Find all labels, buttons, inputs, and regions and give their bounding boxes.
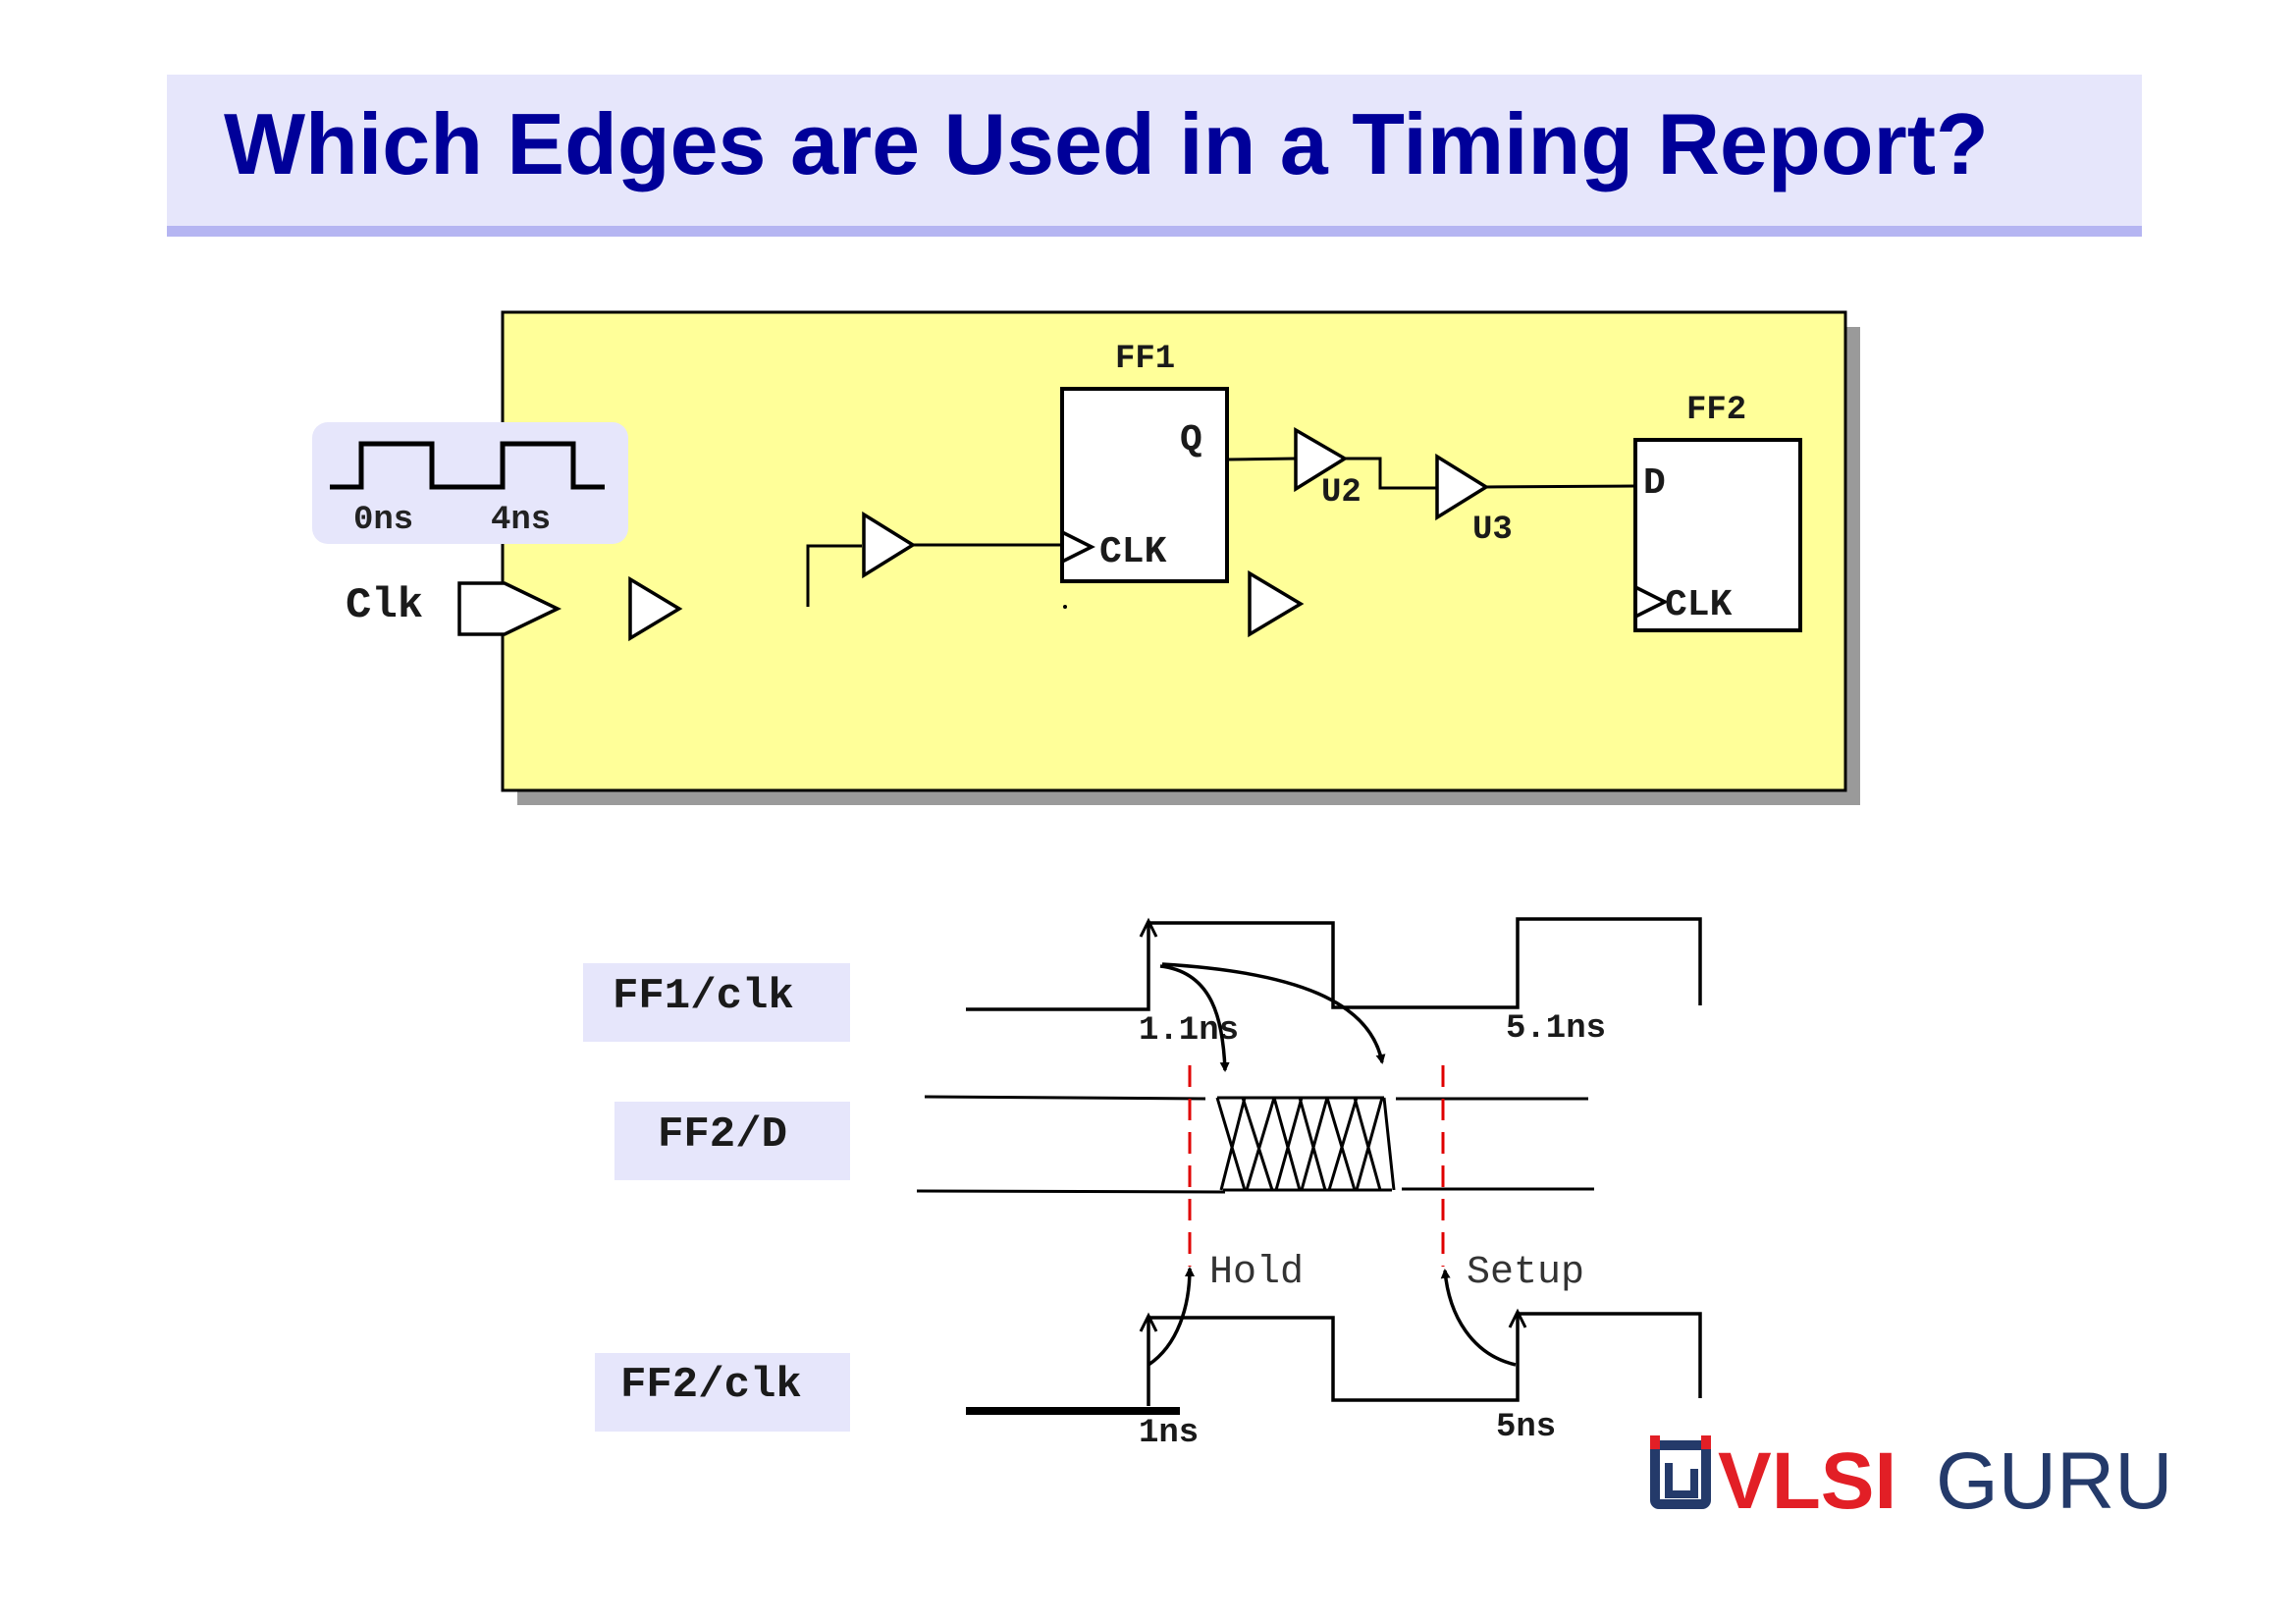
ff1-clk-notch xyxy=(1061,530,1095,564)
u2-buffer xyxy=(1294,426,1349,493)
ff2-clk-waveform xyxy=(1147,1312,1702,1406)
vlsiguru-logo: VLSI GURU xyxy=(1650,1435,2172,1526)
logo-mark-icon xyxy=(1650,1435,1711,1509)
ff2-clk-pin: CLK xyxy=(1665,584,1733,626)
ff2-d-bottom-left xyxy=(916,1189,1226,1194)
clock-wire-to-ff1 xyxy=(806,544,862,607)
clk-input-port xyxy=(457,581,562,636)
ff2-d-transition xyxy=(1215,1096,1396,1192)
u3-label: U3 xyxy=(1472,512,1513,549)
clock-wave-label-0ns: 0ns xyxy=(353,502,413,539)
ff1-clk-pin: CLK xyxy=(1099,531,1167,573)
capture-arrow-hold xyxy=(1148,1267,1195,1367)
clock-buffer-3 xyxy=(1248,569,1305,638)
signal-label-ff2-clk: FF2/clk xyxy=(620,1361,802,1410)
ff2-d-top-left xyxy=(924,1095,1206,1101)
timing-diagram: 1.1ns 5.1ns Hold Setup 1ns 5ns xyxy=(916,917,1702,1452)
logo-text-vlsi: VLSI xyxy=(1718,1436,1896,1526)
launch-arrow-hold xyxy=(1159,964,1230,1072)
launch-arrow-setup xyxy=(1161,962,1386,1064)
clock-waveform xyxy=(330,441,605,490)
u3-buffer xyxy=(1435,453,1490,521)
label-box-ff2-d xyxy=(614,1102,850,1180)
clock-wave-label-4ns: 4ns xyxy=(491,502,551,539)
ff2-clk-notch xyxy=(1634,585,1669,619)
ff2-block xyxy=(1633,438,1802,632)
ff1-q-pin: Q xyxy=(1180,419,1202,461)
ff2-edge-label-2: 5ns xyxy=(1496,1409,1556,1446)
signal-label-ff1-clk: FF1/clk xyxy=(613,972,794,1021)
page-title: Which Edges are Used in a Timing Report? xyxy=(224,95,1989,192)
hold-label: Hold xyxy=(1209,1251,1304,1295)
u2-label: U2 xyxy=(1321,474,1362,512)
capture-arrow-setup xyxy=(1440,1269,1517,1367)
ff2-d-pin: D xyxy=(1643,462,1666,505)
ff1-clk-waveform xyxy=(966,917,1702,1011)
clock-buffer-1 xyxy=(628,575,683,642)
signal-label-ff2-d: FF2/D xyxy=(658,1110,788,1160)
label-box-ff2-clk xyxy=(595,1353,850,1432)
logo-text-guru: GURU xyxy=(1936,1436,2172,1526)
schematic: 0ns 4ns Clk FF1 Q CLK U2 U3 FF2 D CLK xyxy=(312,310,1860,805)
title-bar: Which Edges are Used in a Timing Report? xyxy=(167,75,2142,237)
label-box-ff1-clk xyxy=(583,963,850,1042)
clk-port-label: Clk xyxy=(346,581,423,630)
clock-buffer-2 xyxy=(862,511,917,579)
setup-label: Setup xyxy=(1467,1251,1584,1295)
ff1-edge-label-2: 5.1ns xyxy=(1506,1010,1606,1048)
ff2-edge-label-1: 1ns xyxy=(1139,1415,1199,1452)
clock-wave-box xyxy=(312,422,628,544)
ff2-name: FF2 xyxy=(1686,392,1746,429)
ff1-name: FF1 xyxy=(1115,341,1175,378)
